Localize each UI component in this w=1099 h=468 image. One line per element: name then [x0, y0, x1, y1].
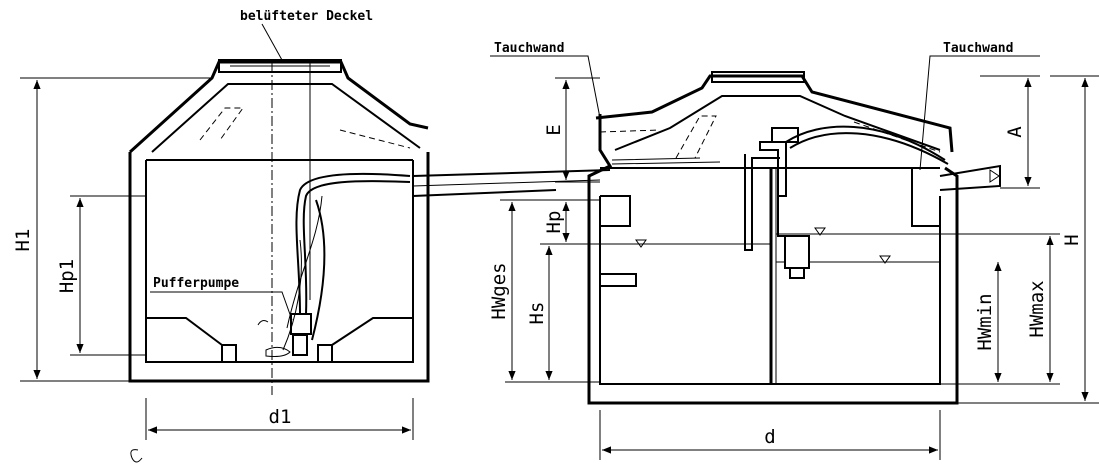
leader-lines: [150, 23, 1040, 321]
dim-Hp1: Hp1: [56, 259, 78, 293]
baffle-left-label: Tauchwand: [494, 41, 564, 56]
pump-label: Pufferpumpe: [153, 276, 239, 291]
dim-A: A: [1004, 126, 1026, 138]
dim-d: d: [764, 426, 775, 448]
dim-HWmin: HWmin: [974, 293, 996, 350]
buffer-pump: [257, 313, 312, 357]
connecting-pipe: [412, 169, 611, 197]
dim-H1: H1: [12, 229, 34, 252]
dim-Hs: Hs: [526, 302, 548, 325]
treatment-tank: [587, 71, 1001, 405]
dim-H: H: [1061, 234, 1083, 245]
dim-d1: d1: [269, 406, 292, 428]
page-mark: [130, 449, 143, 463]
cover-label: belüfteter Deckel: [240, 9, 373, 24]
dimension-lines: [20, 75, 1099, 460]
dim-HWmax: HWmax: [1026, 280, 1048, 337]
dim-Hp: Hp: [543, 211, 565, 234]
buffer-tank: [128, 59, 430, 395]
dim-HWges: HWges: [488, 262, 510, 319]
baffle-right-label: Tauchwand: [943, 41, 1013, 56]
dim-E: E: [543, 124, 565, 135]
